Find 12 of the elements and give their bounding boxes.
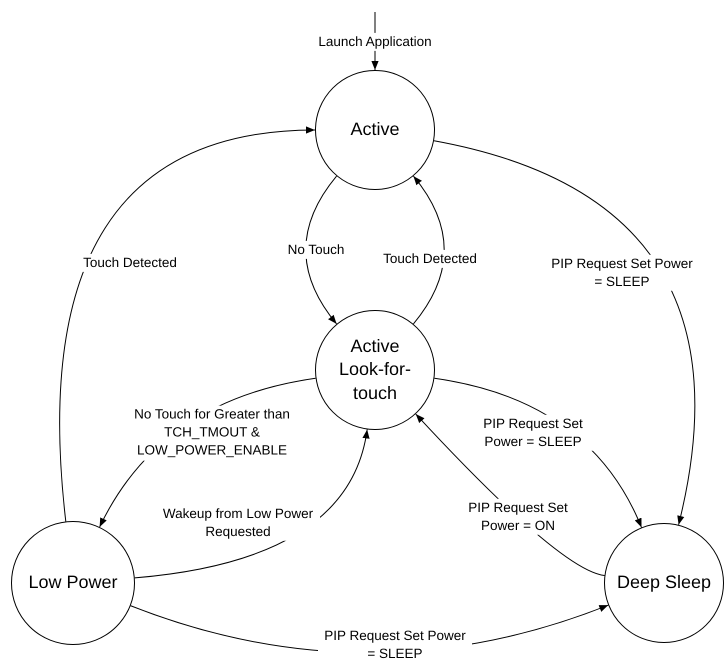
state-circle — [604, 523, 724, 643]
state-circle — [11, 521, 135, 645]
state-name: Low Power — [27, 571, 119, 594]
state-name: Active — [349, 118, 401, 142]
state-name: Active Look-for-touch — [338, 334, 412, 405]
state-circle — [315, 70, 435, 190]
arrow — [60, 126, 316, 522]
arrow — [412, 176, 445, 324]
arrow — [305, 176, 338, 324]
arrow — [434, 140, 695, 526]
state-name: Deep Sleep — [616, 571, 712, 594]
state-circle — [315, 310, 435, 430]
